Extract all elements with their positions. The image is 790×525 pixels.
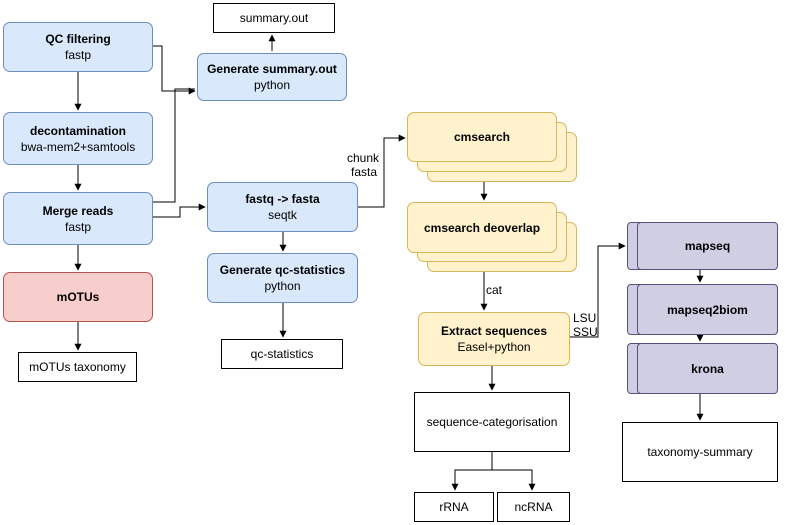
node-decontamination-subtitle: bwa-mem2+samtools	[20, 139, 136, 154]
node-rrna[interactable]: rRNA	[414, 492, 494, 522]
node-ncrna[interactable]: ncRNA	[497, 492, 570, 522]
node-extract-sequences-title: Extract sequences	[440, 324, 548, 338]
node-generate-summary-subtitle: python	[253, 78, 291, 92]
node-krona[interactable]: krona	[637, 343, 778, 394]
node-sequence-categorisation-label: sequence-categorisation	[426, 415, 558, 429]
edge-extract-to-mapseq	[570, 242, 626, 338]
node-generate-qc-statistics-title: Generate qc-statistics	[219, 263, 346, 277]
edge-merge-to-summary	[153, 88, 195, 203]
edge-label-chunk: chunk	[347, 151, 380, 165]
node-cmsearch-title: cmsearch	[453, 130, 511, 144]
edge-label-cat: cat	[486, 283, 503, 297]
edge-seqcat-to-ncrna	[492, 469, 536, 491]
node-generate-summary[interactable]: Generate summary.out python	[197, 53, 347, 101]
node-mapseq2biom-title: mapseq2biom	[667, 302, 748, 317]
edge-label-lsu: LSU	[573, 311, 597, 325]
node-qc-statistics-label: qc-statistics	[250, 347, 314, 361]
node-cmsearch-deoverlap-title: cmsearch deoverlap	[423, 220, 541, 235]
node-generate-summary-title: Generate summary.out	[207, 62, 337, 76]
node-rrna-label: rRNA	[439, 500, 469, 514]
node-mapseq-title: mapseq	[684, 239, 731, 253]
node-qc-filtering[interactable]: QC filtering fastp	[3, 22, 153, 72]
node-krona-title: krona	[691, 361, 724, 376]
edge-merge-to-fastq	[153, 203, 206, 218]
edge-seqcat-to-rrna	[451, 452, 493, 491]
node-summary-out-label: summary.out	[239, 11, 309, 25]
node-fastq-fasta-title: fastq -> fasta	[245, 192, 320, 206]
node-merge-reads[interactable]: Merge reads fastp	[3, 192, 153, 245]
node-motus-title: mOTUs	[56, 290, 100, 304]
node-summary-out[interactable]: summary.out	[213, 3, 335, 33]
node-qc-filtering-subtitle: fastp	[64, 48, 91, 62]
edge-fastq-to-cmsearch	[358, 134, 406, 208]
node-merge-reads-subtitle: fastp	[64, 219, 91, 234]
node-qc-filtering-title: QC filtering	[45, 32, 111, 46]
edge-label-fasta: fasta	[351, 165, 378, 179]
edge-qc-to-summary	[153, 45, 196, 95]
node-mapseq2biom[interactable]: mapseq2biom	[637, 284, 778, 335]
edge-label-ssu: SSU	[573, 325, 598, 339]
node-decontamination[interactable]: decontamination bwa-mem2+samtools	[3, 112, 153, 165]
node-motus[interactable]: mOTUs	[3, 272, 153, 322]
node-ncrna-label: ncRNA	[514, 500, 553, 514]
node-cmsearch-deoverlap[interactable]: cmsearch deoverlap	[407, 202, 557, 253]
node-sequence-categorisation[interactable]: sequence-categorisation	[414, 392, 570, 452]
node-motus-taxonomy[interactable]: mOTUs taxonomy	[18, 352, 137, 382]
node-generate-qc-statistics[interactable]: Generate qc-statistics python	[207, 253, 358, 303]
node-fastq-fasta-subtitle: seqtk	[268, 208, 297, 222]
node-decontamination-title: decontamination	[29, 123, 126, 138]
node-generate-qc-statistics-subtitle: python	[264, 279, 301, 293]
node-cmsearch[interactable]: cmsearch	[407, 112, 557, 162]
node-qc-statistics[interactable]: qc-statistics	[221, 339, 343, 369]
node-merge-reads-title: Merge reads	[42, 203, 114, 218]
node-mapseq[interactable]: mapseq	[637, 222, 778, 270]
node-taxonomy-summary[interactable]: taxonomy-summary	[622, 422, 778, 482]
node-extract-sequences-subtitle: Easel+python	[457, 340, 531, 354]
node-extract-sequences[interactable]: Extract sequences Easel+python	[418, 312, 570, 366]
node-motus-taxonomy-label: mOTUs taxonomy	[29, 360, 126, 374]
node-fastq-fasta[interactable]: fastq -> fasta seqtk	[207, 182, 358, 232]
node-taxonomy-summary-label: taxonomy-summary	[647, 445, 753, 459]
